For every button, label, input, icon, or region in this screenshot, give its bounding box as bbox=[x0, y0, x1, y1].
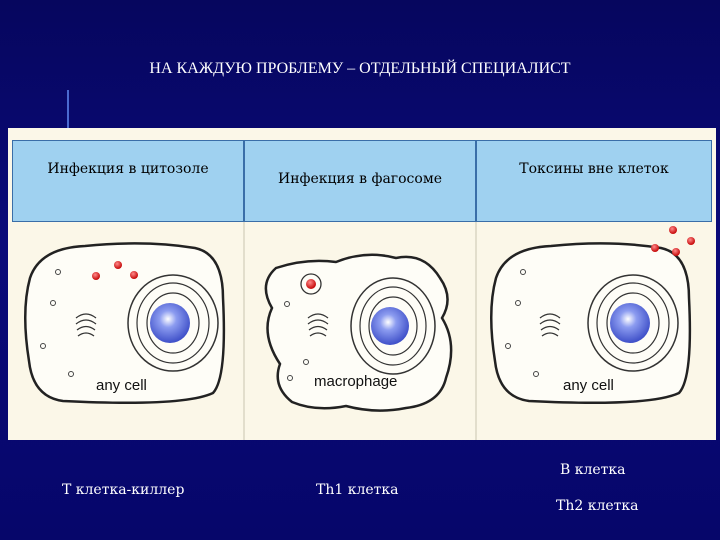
header-cytosol: Инфекция в цитозоле bbox=[12, 140, 244, 222]
cell-label-any-cell-1: any cell bbox=[96, 377, 147, 394]
header-extracellular-label: Токсины вне клеток bbox=[519, 161, 669, 177]
toxin-dot bbox=[672, 248, 680, 256]
pathogen-dot bbox=[92, 272, 100, 280]
any-cell-2: any cell bbox=[490, 226, 695, 405]
diagram-panel: Инфекция в цитозоле Инфекция в фагосоме … bbox=[8, 128, 716, 440]
any-cell-1: any cell bbox=[24, 242, 226, 405]
cells-diagram: any cell macrophage bbox=[24, 222, 695, 440]
header-extracellular: Токсины вне клеток bbox=[476, 140, 712, 222]
nucleus bbox=[610, 303, 650, 343]
footer-killer-t-cell: Т клетка-киллер bbox=[62, 482, 185, 498]
header-phagosome-label: Инфекция в фагосоме bbox=[278, 171, 442, 187]
nucleus bbox=[371, 307, 409, 345]
footer-th2-cell: Th2 клетка bbox=[556, 498, 639, 514]
slide-title: НА КАЖДУЮ ПРОБЛЕМУ – ОТДЕЛЬНЫЙ СПЕЦИАЛИС… bbox=[149, 60, 571, 77]
nucleus bbox=[150, 303, 190, 343]
pathogen-dot bbox=[306, 279, 316, 289]
cell-label-macrophage: macrophage bbox=[314, 373, 397, 390]
header-cytosol-label: Инфекция в цитозоле bbox=[47, 161, 209, 177]
footer-b-cell: В клетка bbox=[560, 462, 626, 478]
header-phagosome: Инфекция в фагосоме bbox=[244, 140, 476, 222]
toxin-dot bbox=[687, 237, 695, 245]
toxin-dot bbox=[669, 226, 677, 234]
pathogen-dot bbox=[114, 261, 122, 269]
macrophage-cell: macrophage bbox=[264, 253, 453, 412]
decorative-rule bbox=[67, 90, 69, 128]
pathogen-dot bbox=[130, 271, 138, 279]
cell-label-any-cell-2: any cell bbox=[563, 377, 614, 394]
footer-th1-cell: Th1 клетка bbox=[316, 482, 399, 498]
toxin-dot bbox=[651, 244, 659, 252]
